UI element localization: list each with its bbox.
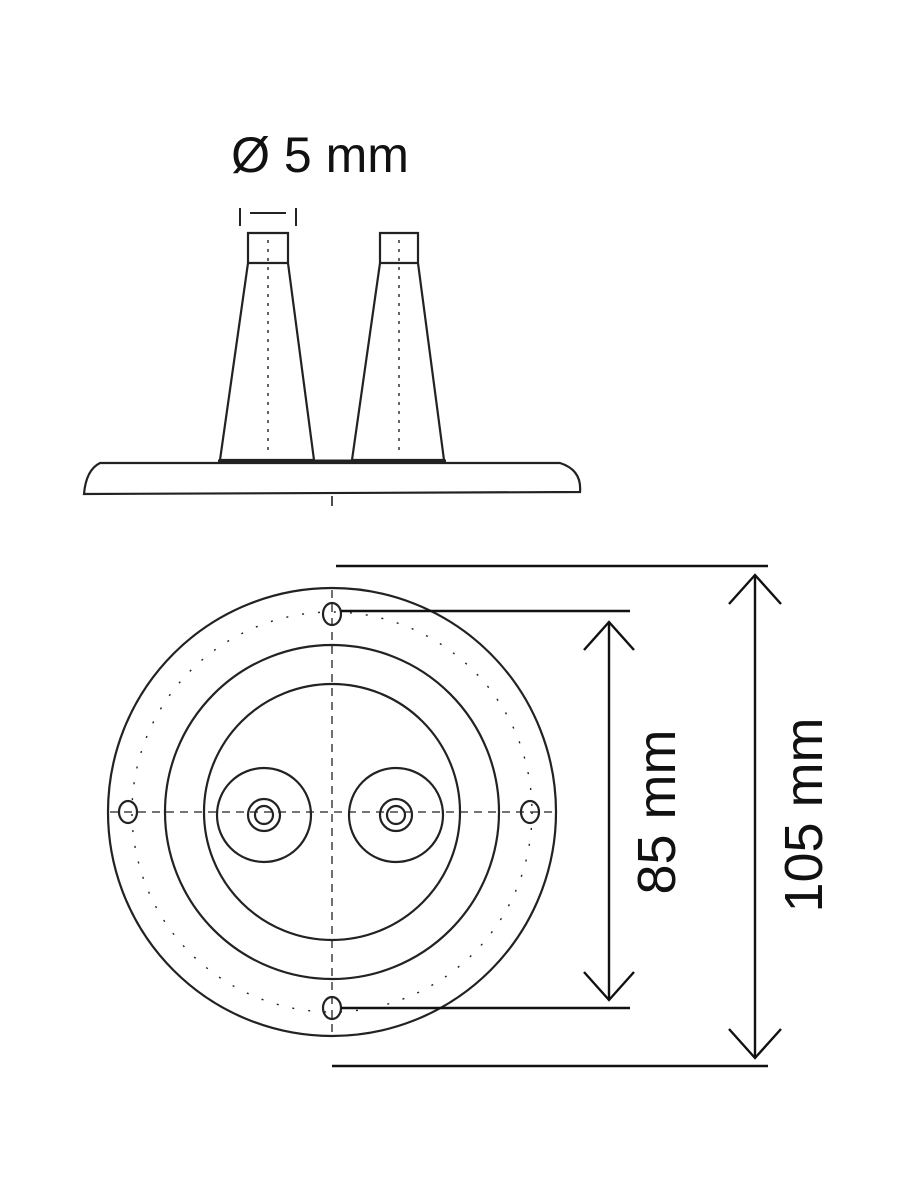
hole-spacing-label: 85 mm — [627, 729, 687, 894]
nozzle-diameter-label: Ø 5 mm — [231, 127, 409, 183]
middle-ring — [163, 643, 501, 981]
top-view — [106, 586, 558, 1038]
mounting-holes — [117, 601, 541, 1021]
base-flange — [82, 459, 582, 506]
left-nozzle-top — [215, 766, 313, 864]
right-nozzle-top — [347, 766, 445, 864]
outer-diameter-label: 105 mm — [774, 717, 834, 912]
side-view: Ø 5 mm — [82, 127, 582, 506]
nozzle-diameter-dimension — [239, 208, 297, 226]
hole-spacing-dimension — [341, 609, 635, 1010]
right-nozzle — [350, 231, 446, 462]
left-nozzle — [218, 231, 316, 462]
outer-flange-circle — [106, 586, 558, 1038]
outer-diameter-dimension — [332, 564, 782, 1068]
bolt-circle — [131, 611, 533, 1013]
